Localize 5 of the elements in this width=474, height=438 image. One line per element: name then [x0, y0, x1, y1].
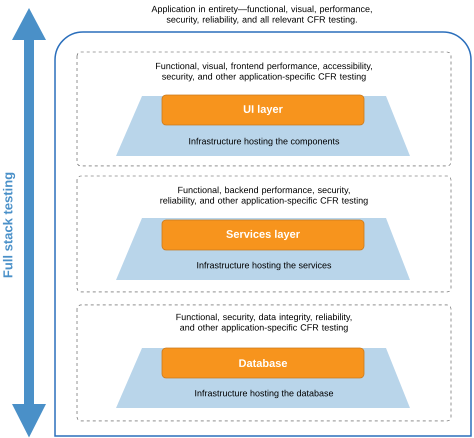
- axis-label: Full stack testing: [2, 172, 16, 278]
- layer-box: Services layer: [162, 220, 364, 250]
- node-label: Application in entirety—functional, visual, performance, security, reliability, and all relevant CFR testing.: [151, 6, 372, 24]
- layer-box: Database: [162, 348, 364, 378]
- layer-box: UI layer: [162, 94, 364, 126]
